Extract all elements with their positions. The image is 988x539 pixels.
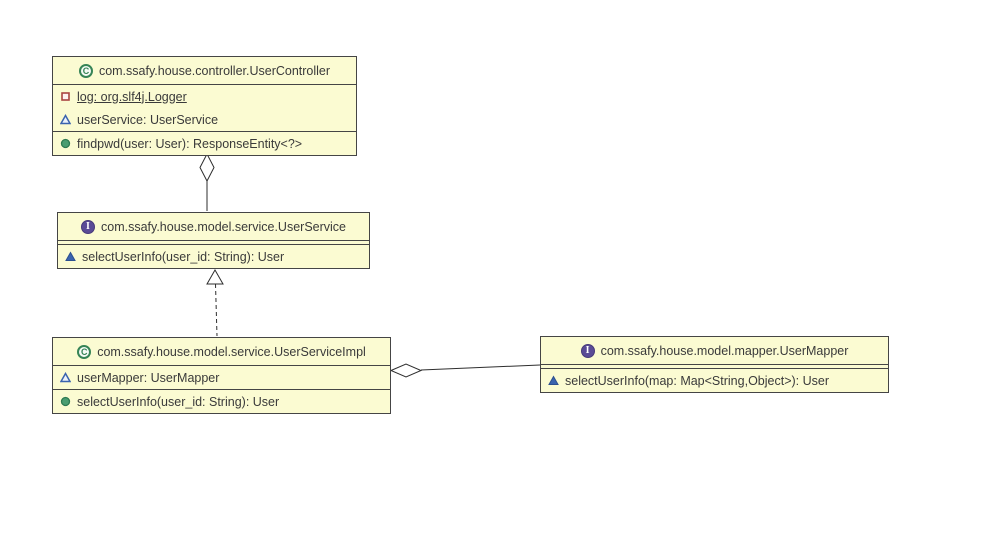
methods-section: selectUserInfo(user_id: String): User — [58, 244, 369, 268]
field-label: userMapper: UserMapper — [77, 370, 220, 385]
field-row-usermapper[interactable]: userMapper: UserMapper — [53, 366, 390, 389]
methods-section: selectUserInfo(map: Map<String,Object>):… — [541, 368, 888, 392]
public-method-icon — [60, 138, 71, 149]
field-row-log[interactable]: log: org.slf4j.Logger — [53, 85, 356, 108]
fields-section: log: org.slf4j.Logger userService: UserS… — [53, 84, 356, 131]
class-name: com.ssafy.house.controller.UserControlle… — [98, 63, 331, 78]
field-row-userservice[interactable]: userService: UserService — [53, 108, 356, 131]
fields-section-empty — [541, 364, 888, 368]
node-title-bar[interactable]: I com.ssafy.house.model.service.UserServ… — [58, 213, 369, 240]
package-method-icon — [65, 251, 76, 261]
node-title-bar[interactable]: C com.ssafy.house.model.service.UserServ… — [53, 338, 390, 365]
private-field-icon — [61, 92, 70, 101]
node-title-bar[interactable]: I com.ssafy.house.model.mapper.UserMappe… — [541, 337, 888, 364]
class-node-userserviceimpl[interactable]: C com.ssafy.house.model.service.UserServ… — [52, 337, 391, 414]
aggregation-diamond — [199, 152, 215, 183]
package-field-icon — [60, 372, 71, 383]
public-method-icon — [60, 396, 71, 407]
interface-name: com.ssafy.house.model.service.UserServic… — [101, 219, 346, 234]
edge-impl-aggregates-mapper[interactable] — [389, 363, 541, 378]
edge-impl-realizes-service[interactable] — [206, 268, 224, 337]
realization-triangle — [206, 268, 224, 285]
node-title-bar[interactable]: C com.ssafy.house.controller.UserControl… — [53, 57, 356, 84]
interface-node-userservice[interactable]: I com.ssafy.house.model.service.UserServ… — [57, 212, 370, 269]
class-name: com.ssafy.house.model.service.UserServic… — [97, 344, 366, 359]
fields-section: userMapper: UserMapper — [53, 365, 390, 389]
method-label: selectUserInfo(user_id: String): User — [77, 394, 280, 409]
field-label: log: org.slf4j.Logger — [77, 89, 187, 104]
methods-section: findpwd(user: User): ResponseEntity<?> — [53, 131, 356, 155]
aggregation-diamond — [389, 363, 423, 378]
fields-section-empty — [58, 240, 369, 244]
field-label: userService: UserService — [77, 112, 219, 127]
class-icon: C — [77, 344, 92, 359]
interface-icon: I — [580, 343, 595, 358]
package-field-icon — [60, 114, 71, 125]
method-label: selectUserInfo(user_id: String): User — [82, 249, 285, 264]
method-row-selectuserinfo[interactable]: selectUserInfo(user_id: String): User — [53, 390, 390, 413]
method-label: selectUserInfo(map: Map<String,Object>):… — [565, 373, 829, 388]
interface-node-usermapper[interactable]: I com.ssafy.house.model.mapper.UserMappe… — [540, 336, 889, 393]
method-row-selectuserinfo[interactable]: selectUserInfo(map: Map<String,Object>):… — [541, 369, 888, 392]
methods-section: selectUserInfo(user_id: String): User — [53, 389, 390, 413]
method-row-findpwd[interactable]: findpwd(user: User): ResponseEntity<?> — [53, 132, 356, 155]
edge-controller-aggregates-service[interactable] — [199, 152, 215, 211]
class-node-usercontroller[interactable]: C com.ssafy.house.controller.UserControl… — [52, 56, 357, 156]
interface-icon: I — [81, 219, 95, 234]
method-row-selectuserinfo[interactable]: selectUserInfo(user_id: String): User — [58, 245, 369, 268]
class-icon: C — [78, 63, 93, 78]
interface-name: com.ssafy.house.model.mapper.UserMapper — [600, 343, 849, 358]
method-label: findpwd(user: User): ResponseEntity<?> — [77, 136, 303, 151]
package-method-icon — [548, 375, 559, 385]
